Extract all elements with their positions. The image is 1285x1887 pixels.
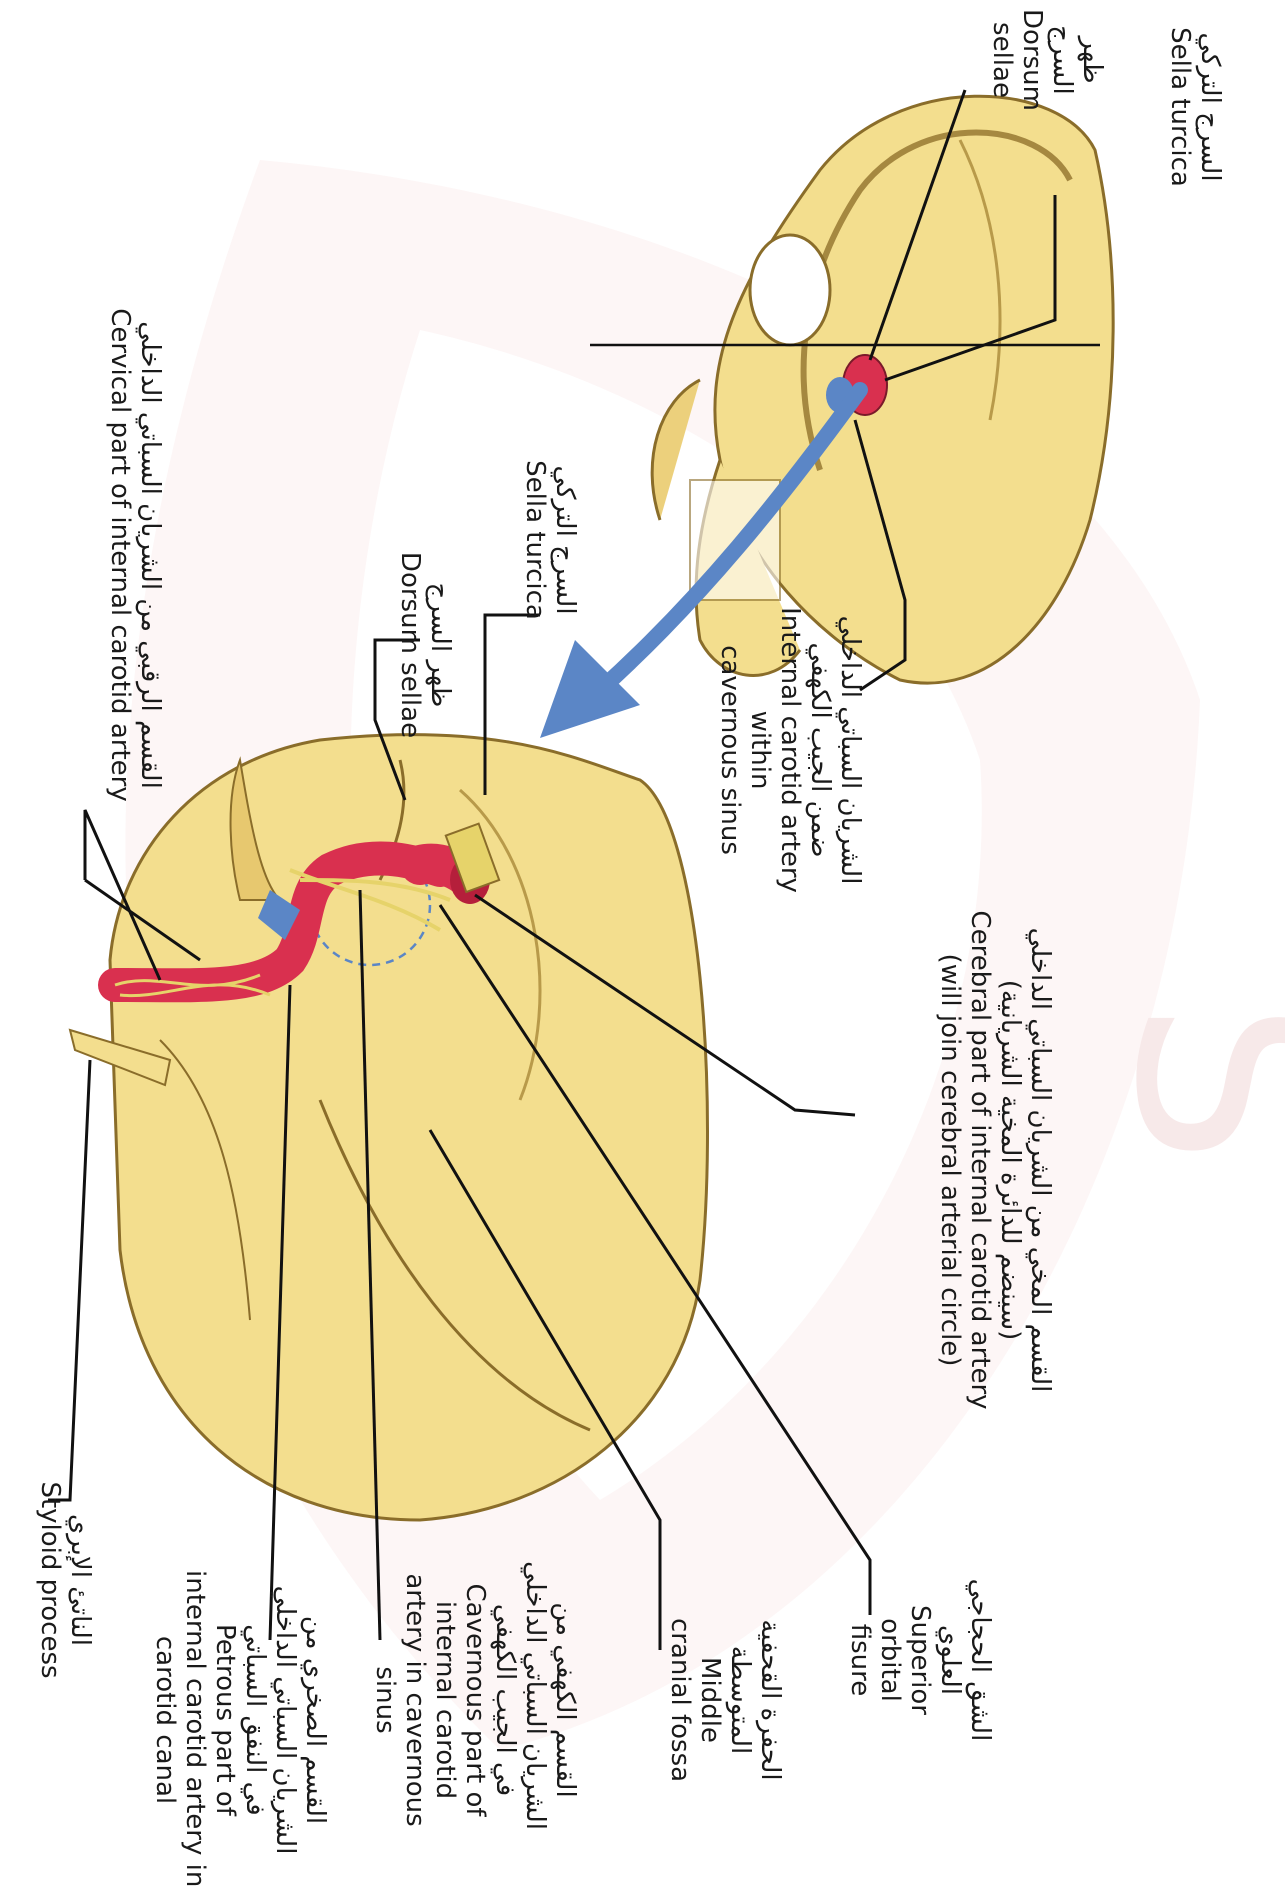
label-top-sella-en: Sella turcica — [1165, 2, 1195, 212]
label-mcf-ar1: الحفرة القحفية — [755, 1600, 785, 1800]
label-cav-ar1: القسم الكهفي من — [550, 1570, 580, 1830]
label-styloid-process: الناتئ الإبري Styloid process — [35, 1470, 95, 1690]
label-cerebral-en1: Cerebral part of internal carotid artery — [965, 880, 995, 1440]
label-mcf-en1: Middle — [695, 1600, 725, 1800]
label-ica-cav-top-ar2: ضمن الجيب الكهفي — [805, 590, 835, 910]
label-pet-ar3: في النفق السباتي — [240, 1570, 270, 1870]
label-sof-ar1: الشق الحجاجي — [965, 1560, 995, 1760]
label-cav-ar3: في الجيب الكهفي — [490, 1570, 520, 1830]
label-styloid-ar: الناتئ الإبري — [65, 1470, 95, 1690]
label-pet-en2: internal carotid artery in — [180, 1570, 210, 1870]
label-mid-dorsum-sellae: ظهر السرج Dorsum sellae — [395, 545, 455, 745]
label-sof-ar2: العلوي — [935, 1560, 965, 1760]
label-mid-sella-turcica: السرج التركي Sella turcica — [520, 440, 580, 640]
label-cav-en4: sinus — [370, 1570, 400, 1830]
label-mid-sella-ar: السرج التركي — [550, 440, 580, 640]
label-cav-en2: internal carotid — [430, 1570, 460, 1830]
label-cav-en3: artery in cavernous — [400, 1570, 430, 1830]
label-mcf-ar2: المتوسطة — [725, 1600, 755, 1800]
label-cerebral-ar1: القسم المخي من الشريان السباتي الداخلي — [1025, 880, 1055, 1440]
label-middle-cranial-fossa: الحفرة القحفية المتوسطة Middle cranial f… — [665, 1600, 785, 1800]
label-top-dorsum-en2: sellae — [987, 0, 1017, 120]
label-styloid-en: Styloid process — [35, 1470, 65, 1690]
label-ica-cav-top-en1: Internal carotid artery — [775, 590, 805, 910]
label-cav-en1: Cavernous part of — [460, 1570, 490, 1830]
label-pet-en3: carotid canal — [150, 1570, 180, 1870]
label-cerebral-en2: (will join cerebral arterial circle) — [935, 880, 965, 1440]
label-cavernous-part: القسم الكهفي من الشريان السباتي الداخلي … — [370, 1570, 580, 1830]
label-superior-orbital-fissure: الشق الحجاجي العلوي Superior orbital fis… — [845, 1560, 995, 1760]
label-sof-en3: fisure — [845, 1560, 875, 1760]
label-top-dorsum-ar2: السرج — [1047, 0, 1077, 120]
label-top-sella-turcica: السرج التركي Sella turcica — [1165, 2, 1225, 212]
label-ica-cav-top-ar1: الشريان السباتي الداخلي — [835, 590, 865, 910]
label-mcf-en2: cranial fossa — [665, 1600, 695, 1800]
label-cav-ar2: الشريان السباتي الداخلي — [520, 1570, 550, 1830]
label-cervical-ar: القسم الرقبي من الشريان السباتي الداخلي — [135, 295, 165, 815]
label-ica-within-cavernous-sinus: الشريان السباتي الداخلي ضمن الجيب الكهفي… — [715, 590, 865, 910]
label-mid-dorsum-ar: ظهر السرج — [425, 545, 455, 745]
label-mid-dorsum-en: Dorsum sellae — [395, 545, 425, 745]
label-top-sella-ar: السرج التركي — [1195, 2, 1225, 212]
label-cerebral-part: القسم المخي من الشريان السباتي الداخلي (… — [935, 880, 1055, 1440]
label-top-dorsum-sellae: ظهر السرج Dorsum sellae — [987, 0, 1107, 120]
label-sof-en1: Superior — [905, 1560, 935, 1760]
label-cervical-part: القسم الرقبي من الشريان السباتي الداخلي … — [105, 295, 165, 815]
label-cervical-en: Cervical part of internal carotid artery — [105, 295, 135, 815]
label-pet-ar2: الشريان السباتي الداخلي — [270, 1570, 300, 1870]
label-pet-en1: Petrous part of — [210, 1570, 240, 1870]
label-ica-cav-top-en3: cavernous sinus — [715, 590, 745, 910]
label-pet-ar1: القسم الصخري من — [300, 1570, 330, 1870]
label-top-dorsum-en1: Dorsum — [1017, 0, 1047, 120]
label-top-dorsum-ar1: ظهر — [1077, 0, 1107, 120]
label-petrous-part: القسم الصخري من الشريان السباتي الداخلي … — [150, 1570, 330, 1870]
label-mid-sella-en: Sella turcica — [520, 440, 550, 640]
label-ica-cav-top-en2: within — [745, 590, 775, 910]
label-sof-en2: orbital — [875, 1560, 905, 1760]
label-cerebral-ar2: (سينضم للدائرة المخية الشريانية) — [995, 880, 1025, 1440]
